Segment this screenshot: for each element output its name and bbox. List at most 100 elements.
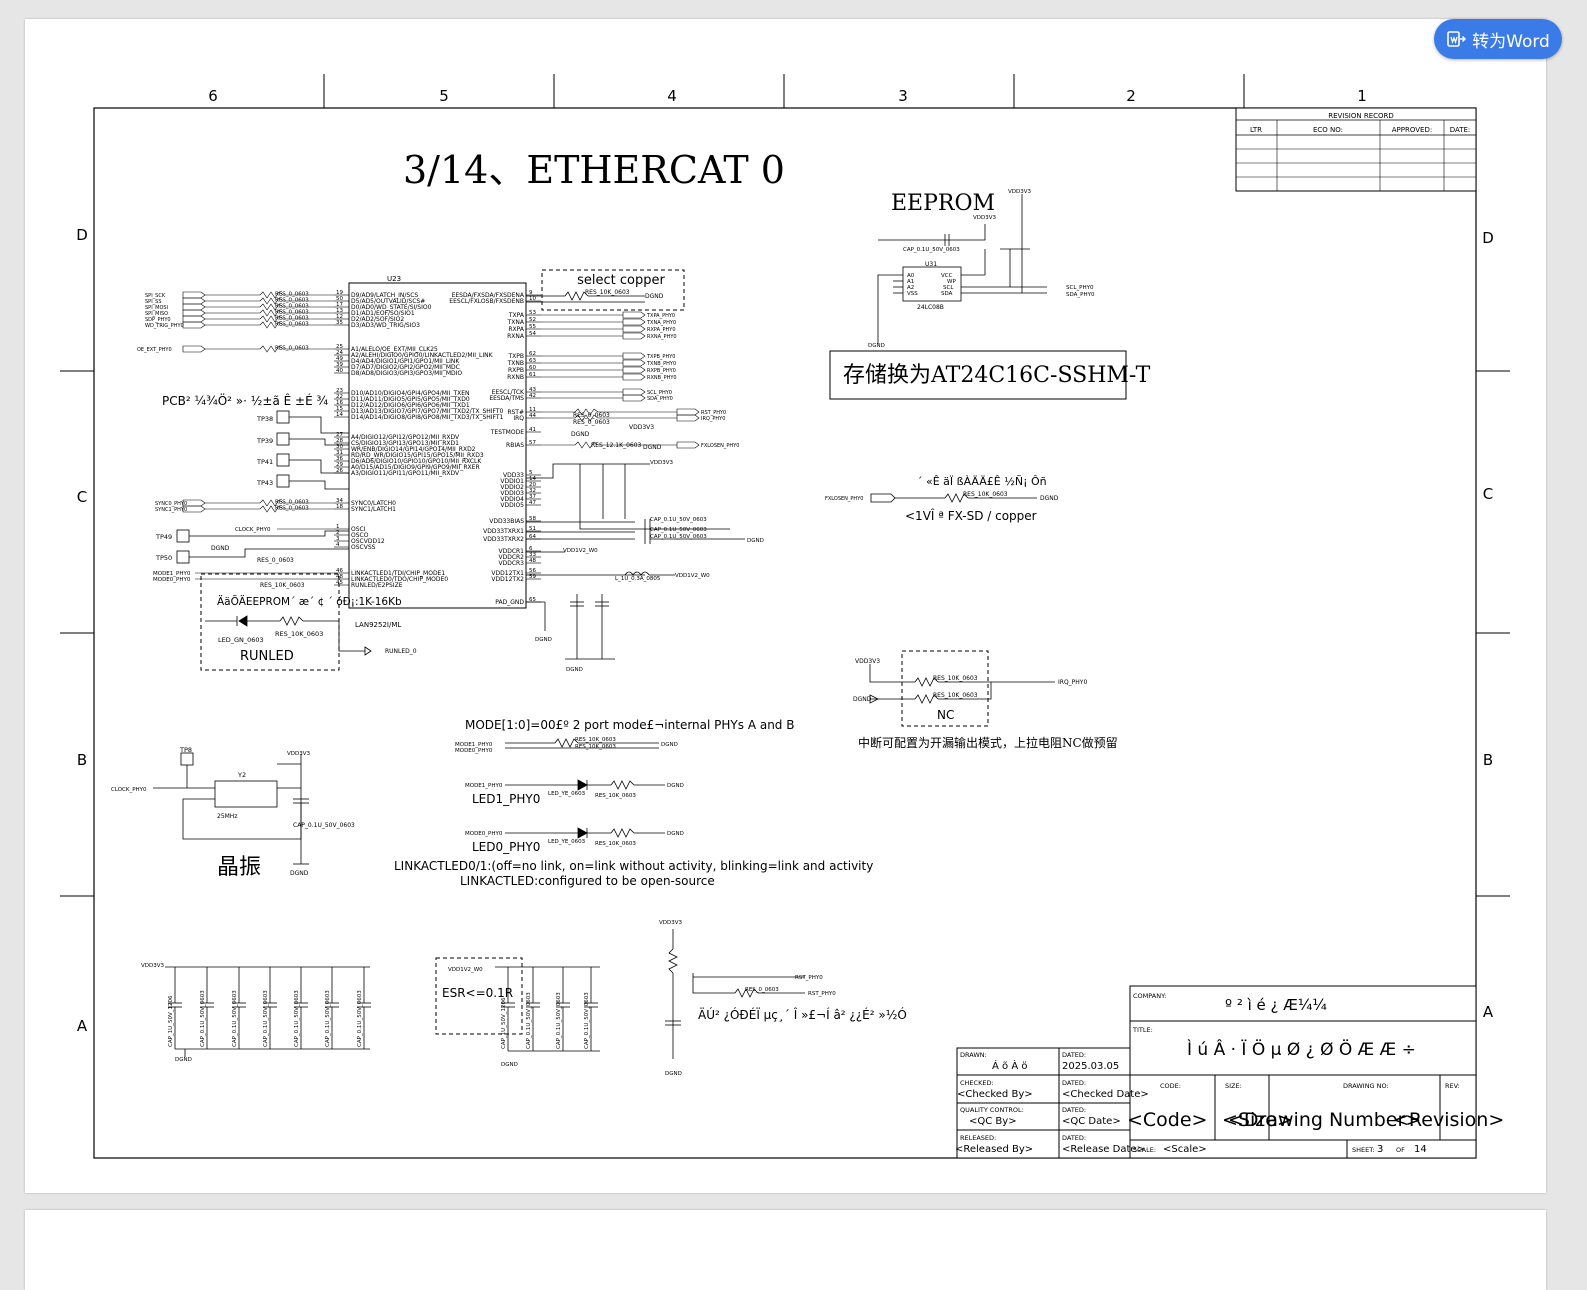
led0-mode-net: MODE0_PHY0 [465, 831, 503, 837]
u23-right-pin-name: EESCL/FXLOSB/FXSDENB [449, 298, 524, 305]
rev-label: REV: [1445, 1082, 1460, 1090]
left-res-part: RES_10K_0603 [260, 582, 305, 589]
revision-ltr-header: LTR [1250, 126, 1262, 134]
u23-left-pin-name: D13/AD13/DIGIO7/GPI7/GPO7/MII_TXD2/TX_SH… [351, 408, 504, 415]
drawn-label: DRAWN: [960, 1051, 987, 1059]
right-net-label: TXNA_PHY0 [646, 320, 676, 326]
select-copper-label: select copper [577, 273, 665, 288]
storage-note-box [829, 350, 1127, 400]
testmode-gnd: DGND [571, 431, 590, 438]
u23-left-pin-name: OSCVDD12 [351, 538, 385, 545]
u23-left-pin-name: OSCO [351, 532, 369, 539]
code-label: CODE: [1160, 1082, 1181, 1090]
u23-right-pin-name: TXPA [508, 312, 525, 319]
checked-label: CHECKED: [960, 1079, 994, 1087]
u23-left-pin-name: A4/DIGIO12/GPI12/GPO12/MII_RXDV [351, 434, 460, 441]
title-block [956, 985, 1477, 1159]
eeprom-ref: U31 [925, 261, 937, 268]
u23-right-pin-name: EESDA/FXSDA/FXSDENA [452, 292, 525, 299]
revision-approved-header: APPROVED: [1392, 126, 1432, 134]
column-label-4: 4 [667, 87, 677, 105]
left-net-port [182, 505, 206, 513]
crystal-gnd-label: DGND [290, 870, 309, 877]
released-date: <Release Date> [1062, 1144, 1145, 1155]
u23-right-pin-name: VDD12TX1 [491, 570, 524, 577]
right-net-label: RXNA_PHY0 [647, 334, 677, 340]
led0-res: RES_10K_0603 [595, 841, 636, 847]
u23-right-pin-number: 44 [529, 413, 536, 419]
right-net-port [676, 441, 700, 449]
chip-vdd1v2-label-2: VDD1V2_W0 [675, 573, 710, 579]
u23-left-pin-number: 14 [336, 412, 343, 418]
inductor-part: L_1U_0.3A_0805 [615, 576, 661, 582]
u23-left-pin-number: 34 [336, 498, 343, 504]
u23-right-pin-number: 32 [529, 488, 536, 494]
sheet-label: SHEET: [1352, 1146, 1375, 1154]
eeprom-pin-a2: A2 [907, 285, 914, 291]
bottom-cap-part: CAP_0.1U_50V_0603 [357, 990, 363, 1047]
scale-label: SCALE: [1133, 1146, 1156, 1154]
u23-left-pin-name: D0/AD0/WD_STATE/SI/SIO0 [351, 304, 432, 311]
u23-right-pin-name: VDD12TX2 [491, 576, 524, 583]
right-net-port [622, 359, 646, 367]
u23-right-pin-name: VDD33TXRX1 [483, 528, 524, 535]
u23-left-pin-number: 40 [336, 368, 343, 374]
row-label-c-right: C [1483, 485, 1493, 503]
u23-right-pin-number: 54 [529, 331, 536, 337]
eeprom-pin-sda: SDA [941, 291, 953, 297]
eeprom-pin-a0: A0 [907, 273, 915, 279]
u23-left-pin-name: SYNC0/LATCH0 [351, 500, 396, 507]
u23-right-pin-number: 42 [529, 393, 536, 399]
qc-dated-label: DATED: [1062, 1106, 1086, 1114]
left-net-resistor [259, 315, 284, 323]
u23-right-pin-name: VDD33 [503, 472, 524, 479]
nc-label: NC [937, 708, 954, 722]
code-value: <Code> [1127, 1109, 1207, 1131]
right-net-label: TXPA_PHY0 [646, 313, 675, 319]
crystal-vdd-label: VDD3V3 [287, 751, 310, 757]
left-net-label: SPI_SCK [145, 293, 166, 299]
u23-right-pin-name: TESTMODE [490, 429, 524, 436]
runled-led-part: LED_GN_0603 [218, 636, 264, 644]
left-net-res-part: RES_0_0603 [275, 310, 309, 316]
u23-right-pin-number: 11 [529, 407, 536, 413]
u23-right-pin-number: 62 [529, 351, 536, 357]
test-point-tp8: TP8 [179, 746, 192, 754]
u23-right-pin-number: 9 [529, 290, 533, 296]
u23-right-pin-name: EESCL/TCK [492, 389, 525, 396]
right-net-resistor [574, 441, 599, 449]
row-label-c-left: C [77, 488, 87, 506]
left-net-res-part: RES_0_0603 [275, 316, 309, 322]
u23-left-pin-name: A0/D15/AD15/DIGIO9/GPI9/GPO9/MII_RXER [351, 464, 480, 471]
left-net-port [182, 303, 206, 311]
row-label-d-left: D [76, 226, 88, 244]
left-net-resistor [259, 505, 284, 513]
right-net-port [622, 373, 646, 381]
bottom-cap-part: CAP_0.1U_50V_0603 [200, 990, 206, 1047]
u23-right-pin-name: RXNB [507, 374, 524, 381]
left-net-label: SPI_MOSI [145, 305, 168, 311]
fxlos-note-1: ´ «Ê äÏ ßÀÄÄ£Ê ½Ñ¡ Ôñ [917, 475, 1047, 488]
right-net-port [622, 394, 646, 402]
esr-cap-part: CAP_0.1U_50V_0603 [584, 992, 590, 1049]
esr-vdd-label: VDD1V2_W0 [448, 967, 483, 973]
reset-vdd-label: VDD3V3 [659, 920, 682, 926]
left-net-resistor [259, 309, 284, 317]
led0-part: LED_YE_0603 [548, 839, 586, 845]
reset-gnd: DGND [665, 1071, 682, 1077]
of-value: 14 [1414, 1144, 1427, 1155]
left-net-port [182, 297, 206, 305]
select-copper-box [541, 269, 685, 311]
left-net-port [182, 499, 206, 507]
convert-to-word-button[interactable]: 转为Word [1434, 19, 1562, 59]
select-copper-gnd: DGND [645, 293, 664, 300]
u23-left-pin-number: 45 [336, 580, 343, 586]
u23-right-pin-number: 59 [529, 574, 536, 580]
right-net-label: IRQ_PHY0 [701, 416, 725, 422]
bottom-cap-part: CAP_1U_50V_1206 [168, 995, 174, 1047]
chip-u23-part: LAN9252I/ML [355, 621, 401, 629]
released-label: RELEASED: [960, 1134, 996, 1142]
bottom-cap-part: CAP_0.1U_50V_0603 [263, 990, 269, 1047]
sheet-value: 3 [1377, 1144, 1383, 1155]
